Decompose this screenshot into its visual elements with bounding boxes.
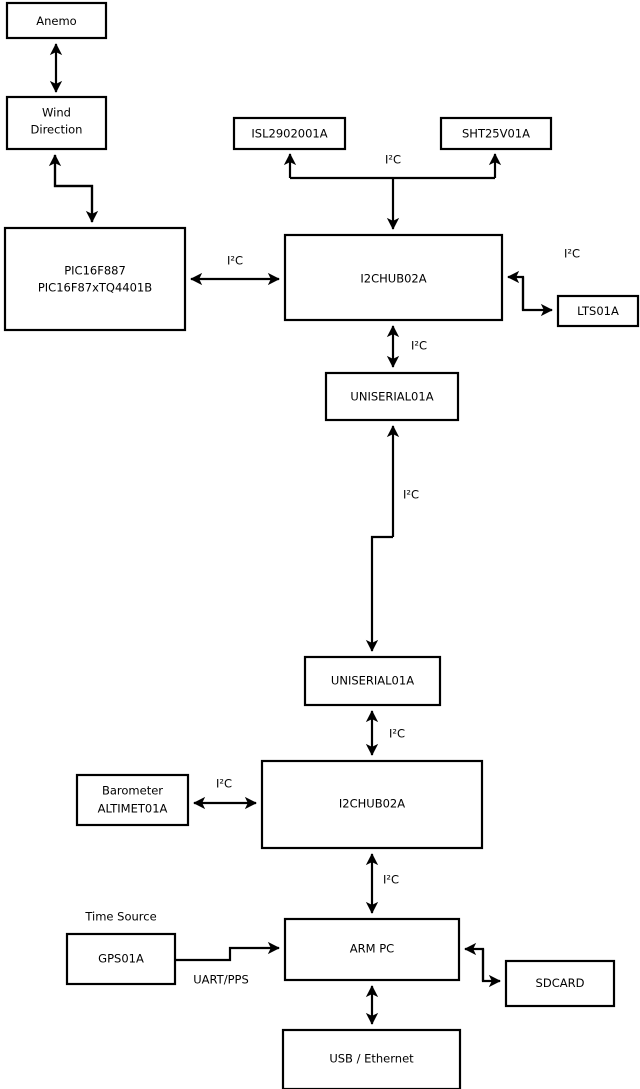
node-wind-direction[interactable]: Wind Direction <box>5 95 108 151</box>
edge-line-wind-pic-down <box>53 155 99 223</box>
node-label-barometer-line1: Barometer <box>102 784 163 798</box>
node-label-isl2902001a: ISL2902001A <box>251 127 327 141</box>
edge-line-armpc-sdcard-in <box>464 942 485 981</box>
edge-line-hub-lts-in <box>507 270 525 310</box>
edge-label-gps-armpc: UART/PPS <box>193 973 249 987</box>
edge-i2chub02a-top-lts01a: I²C <box>507 247 580 317</box>
node-i2chub02a-top[interactable]: I2CHUB02A <box>283 233 504 322</box>
node-i2chub02a-bottom[interactable]: I2CHUB02A <box>260 759 484 850</box>
edge-line-gps-armpc <box>175 941 280 962</box>
node-label-i2chub02a-top: I2CHUB02A <box>360 272 426 286</box>
node-label-usb-ethernet: USB / Ethernet <box>329 1052 414 1066</box>
edge-label-barometer-hub: I²C <box>216 777 232 791</box>
edge-line-hub-lts-out <box>521 277 553 317</box>
node-label-sht25v01a: SHT25V01A <box>462 127 530 141</box>
edge-line-uniserial-link-down <box>365 535 393 652</box>
edge-i2chub02a-top-uniserial-upper: I²C <box>386 325 427 368</box>
edge-gps01a-armpc: UART/PPS <box>175 941 280 987</box>
edge-wind-direction-pic <box>48 154 99 223</box>
node-barometer-altimet01a[interactable]: Barometer ALTIMET01A <box>75 773 190 827</box>
edge-pic-i2chub02a-top: I²C <box>190 254 280 286</box>
node-box-arm-pc[interactable] <box>283 917 461 982</box>
node-label-lts01a: LTS01A <box>577 304 619 318</box>
edge-label-hub-armpc: I²C <box>383 873 399 887</box>
edge-label-uniserial-link: I²C <box>403 488 419 502</box>
edge-label-hub-lts: I²C <box>564 247 580 261</box>
node-label-gps01a: GPS01A <box>98 952 144 966</box>
node-box-usb-ethernet[interactable] <box>281 1028 462 1089</box>
node-usb-ethernet[interactable]: USB / Ethernet <box>281 1028 462 1089</box>
node-box-i2chub02a-top[interactable] <box>283 233 504 322</box>
edge-uniserial-lower-i2chub02a-bottom: I²C <box>365 710 405 756</box>
edge-label-uniserial-hub-bot: I²C <box>389 727 405 741</box>
node-label-pic-line2: PIC16F87xTQ4401B <box>38 281 152 295</box>
node-sdcard[interactable]: SDCARD <box>504 959 616 1008</box>
edge-label-pic-hub: I²C <box>227 254 243 268</box>
node-box-wind-direction[interactable] <box>5 95 108 151</box>
node-label-pic-line1: PIC16F887 <box>64 264 126 278</box>
node-box-uniserial01a-lower[interactable] <box>303 655 442 707</box>
label-time-source: Time Source <box>84 910 156 924</box>
node-isl2902001a[interactable]: ISL2902001A <box>232 116 347 151</box>
node-box-pic[interactable] <box>3 226 187 332</box>
node-box-i2chub02a-bottom[interactable] <box>260 759 484 850</box>
edge-barometer-i2chub02a-bottom: I²C <box>193 777 257 810</box>
node-sht25v01a[interactable]: SHT25V01A <box>439 116 553 151</box>
edge-i2chub02a-bottom-armpc: I²C <box>365 853 399 914</box>
node-arm-pc[interactable]: ARM PC <box>283 917 461 982</box>
node-box-isl2902001a[interactable] <box>232 116 347 151</box>
node-box-sht25v01a[interactable] <box>439 116 553 151</box>
edge-uniserial-upper-uniserial-lower: I²C <box>365 425 419 652</box>
node-box-sdcard[interactable] <box>504 959 616 1008</box>
node-label-i2chub02a-bottom: I2CHUB02A <box>339 797 405 811</box>
node-label-uniserial01a-lower: UNISERIAL01A <box>331 674 414 688</box>
node-label-arm-pc: ARM PC <box>350 942 394 956</box>
node-box-barometer[interactable] <box>75 773 190 827</box>
node-box-lts01a[interactable] <box>556 294 640 328</box>
node-box-uniserial01a-upper[interactable] <box>324 371 460 422</box>
node-label-sdcard: SDCARD <box>536 976 585 990</box>
edge-i2chub02a-top-sensors-bus: I²C <box>283 153 502 230</box>
edge-label-hub-uniserial-up: I²C <box>411 339 427 353</box>
node-label-wind-direction-line2: Direction <box>31 123 83 137</box>
node-lts01a[interactable]: LTS01A <box>556 294 640 328</box>
edge-armpc-sdcard <box>464 942 501 988</box>
node-box-anemo[interactable] <box>5 1 108 40</box>
node-label-barometer-line2: ALTIMET01A <box>98 802 168 816</box>
node-label-wind-direction-line1: Wind <box>42 106 71 120</box>
node-uniserial01a-lower[interactable]: UNISERIAL01A <box>303 655 442 707</box>
edge-line-wind-pic-up <box>48 154 94 222</box>
node-gps01a[interactable]: GPS01A <box>65 932 177 986</box>
node-label-uniserial01a-upper: UNISERIAL01A <box>350 390 433 404</box>
node-label-anemo: Anemo <box>36 14 76 28</box>
node-anemo[interactable]: Anemo <box>5 1 108 40</box>
edge-line-armpc-sdcard-out <box>481 949 501 988</box>
node-uniserial01a-upper[interactable]: UNISERIAL01A <box>324 371 460 422</box>
node-pic-microcontroller[interactable]: PIC16F887 PIC16F87xTQ4401B <box>3 226 187 332</box>
node-box-gps01a[interactable] <box>65 932 177 986</box>
edge-label-sensor-bus: I²C <box>385 153 401 167</box>
